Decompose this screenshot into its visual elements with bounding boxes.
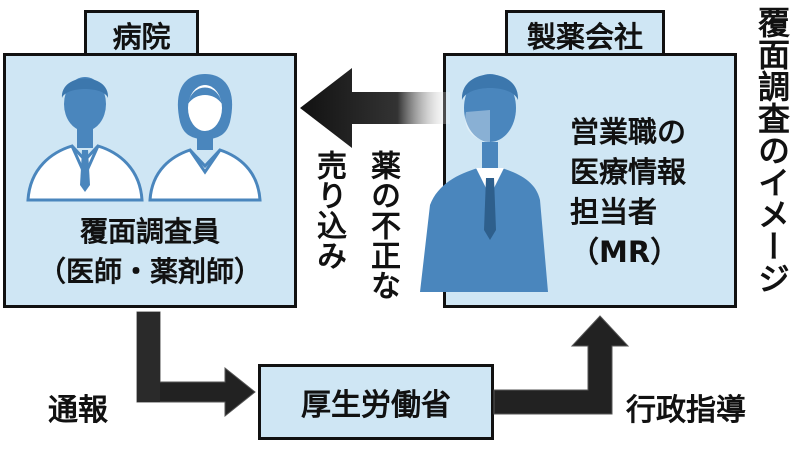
report-arrow	[136, 311, 256, 418]
investigator-line2: （医師・薬剤師）	[37, 255, 262, 288]
ministry-name: 厚生労働省	[301, 388, 451, 423]
improper-sales-col1: 薬の不正な	[365, 150, 400, 300]
improper-sales-col2: 売り込み	[311, 150, 346, 270]
ministry-box: 厚生労働省	[258, 364, 494, 440]
guidance-arrow	[493, 315, 630, 415]
mr-line4: （MR）	[570, 235, 680, 269]
investigator-line1: 覆面調査員	[79, 215, 220, 248]
mr-label: 営業職の 医療情報 担当者 （MR）	[570, 112, 720, 272]
investigator-label: 覆面調査員 （医師・薬剤師）	[20, 212, 280, 292]
mr-line1: 営業職の	[570, 115, 687, 149]
mr-salesman-icon	[420, 74, 548, 292]
female-doctor-icon	[148, 74, 262, 202]
hospital-name: 病院	[112, 19, 171, 54]
pharma-tab: 製薬会社	[505, 10, 665, 56]
mr-line2: 医療情報	[570, 155, 687, 189]
diagram-title: 覆面調査のイメージ	[753, 6, 791, 294]
improper-sales-arrow	[300, 68, 450, 148]
report-label: 通報	[48, 393, 108, 428]
pharma-name: 製薬会社	[526, 19, 643, 54]
male-doctor-icon	[26, 77, 144, 202]
mr-line3: 担当者	[570, 195, 658, 229]
guidance-label: 行政指導	[626, 393, 746, 428]
hospital-tab: 病院	[84, 10, 199, 56]
